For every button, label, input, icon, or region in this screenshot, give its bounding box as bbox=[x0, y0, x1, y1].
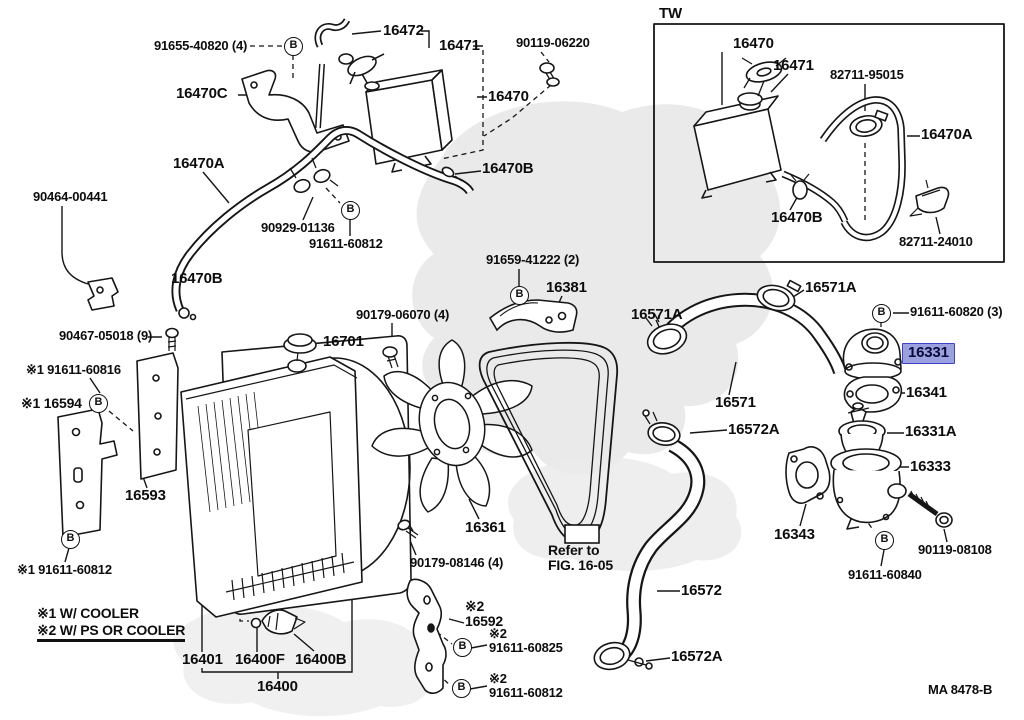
part-label-16572[interactable]: 16572 bbox=[681, 582, 722, 599]
part-label-16572A-upper[interactable]: 16572A bbox=[728, 421, 780, 438]
part-label-16593[interactable]: 16593 bbox=[125, 487, 166, 504]
part-label-16571A-left[interactable]: 16571A bbox=[631, 306, 683, 323]
part-label-91659-41222[interactable]: 91659-41222 (2) bbox=[486, 252, 580, 267]
part-label-91655-40820[interactable]: 91655-40820 (4) bbox=[154, 38, 248, 53]
part-label-16331[interactable]: 16331 bbox=[902, 343, 955, 364]
part-label-16401[interactable]: 16401 bbox=[182, 651, 223, 668]
part-label-91611-60812-top[interactable]: 91611-60812 bbox=[309, 236, 383, 251]
part-label-90179-08146[interactable]: 90179-08146 (4) bbox=[410, 555, 504, 570]
part-label-16361[interactable]: 16361 bbox=[465, 519, 506, 536]
part-label-16470B-main[interactable]: 16470B bbox=[171, 270, 223, 287]
part-label-90929-01136[interactable]: 90929-01136 bbox=[261, 220, 335, 235]
part-label-16333[interactable]: 16333 bbox=[910, 458, 951, 475]
part-label-90119-06220[interactable]: 90119-06220 bbox=[516, 35, 590, 50]
radiator-drawing bbox=[57, 327, 419, 635]
part-label-16470-main[interactable]: 16470 bbox=[488, 88, 529, 105]
circled-b-marker: B bbox=[872, 304, 891, 323]
text-tw-title: TW bbox=[659, 5, 682, 22]
part-label-16331A[interactable]: 16331A bbox=[905, 423, 957, 440]
part-label-91611-60812-b2[interactable]: ※2 91611-60812 bbox=[489, 671, 563, 701]
circled-b-marker: B bbox=[61, 530, 80, 549]
part-label-90464-00441[interactable]: 90464-00441 bbox=[33, 189, 108, 204]
part-label-16701[interactable]: 16701 bbox=[323, 333, 364, 350]
hose-thermostat-drawing bbox=[406, 279, 953, 694]
part-label-16470A-tw[interactable]: 16470A bbox=[921, 126, 973, 143]
part-label-91611-60816[interactable]: ※1 91611-60816 bbox=[26, 362, 121, 377]
part-label-16471-tw[interactable]: 16471 bbox=[773, 57, 814, 74]
part-label-16400[interactable]: 16400 bbox=[257, 678, 298, 695]
circled-b-marker: B bbox=[510, 286, 529, 305]
part-label-91611-60812-left[interactable]: ※1 91611-60812 bbox=[17, 562, 112, 577]
part-label-16470B-hose[interactable]: 16470B bbox=[482, 160, 534, 177]
part-label-90119-08108[interactable]: 90119-08108 bbox=[918, 542, 992, 557]
drive-belt-drawing bbox=[478, 341, 619, 544]
part-label-16343[interactable]: 16343 bbox=[774, 526, 815, 543]
part-label-82711-95015[interactable]: 82711-95015 bbox=[830, 67, 904, 82]
circled-b-marker: B bbox=[341, 201, 360, 220]
part-label-16471-main[interactable]: 16471 bbox=[439, 37, 480, 54]
part-label-91611-60825[interactable]: ※2 91611-60825 bbox=[489, 626, 563, 656]
part-label-16571A-upper[interactable]: 16571A bbox=[805, 279, 857, 296]
part-label-16400F[interactable]: 16400F bbox=[235, 651, 285, 668]
part-label-16470A-main[interactable]: 16470A bbox=[173, 155, 225, 172]
tw-inset-drawing bbox=[653, 23, 1005, 263]
part-label-16571[interactable]: 16571 bbox=[715, 394, 756, 411]
part-label-16341[interactable]: 16341 bbox=[906, 384, 947, 401]
circled-b-marker: B bbox=[284, 37, 303, 56]
part-label-16592[interactable]: ※2 16592 bbox=[465, 598, 503, 630]
circled-b-marker: B bbox=[453, 638, 472, 657]
circled-b-marker: B bbox=[875, 531, 894, 550]
reserve-tank-assembly-drawing bbox=[87, 18, 560, 321]
text-ma-code: MA 8478-B bbox=[928, 682, 993, 697]
part-label-16472[interactable]: 16472 bbox=[383, 22, 424, 39]
part-label-90467-05018[interactable]: 90467-05018 (9) bbox=[59, 328, 153, 343]
part-label-16470B-tw[interactable]: 16470B bbox=[771, 209, 823, 226]
part-label-16470-tw[interactable]: 16470 bbox=[733, 35, 774, 52]
text-note-2: ※2 W/ PS OR COOLER bbox=[37, 622, 185, 643]
part-label-16470C[interactable]: 16470C bbox=[176, 85, 228, 102]
part-label-16381[interactable]: 16381 bbox=[546, 279, 587, 296]
part-label-82711-24010[interactable]: 82711-24010 bbox=[899, 234, 973, 249]
fan-drawing bbox=[371, 339, 533, 513]
text-refer-fig: Refer to FIG. 16-05 bbox=[548, 542, 613, 574]
part-label-16572A-lower[interactable]: 16572A bbox=[671, 648, 723, 665]
circled-b-marker: B bbox=[89, 394, 108, 413]
part-label-91611-60820[interactable]: 91611-60820 (3) bbox=[910, 304, 1003, 319]
part-label-91611-60840[interactable]: 91611-60840 bbox=[848, 567, 922, 582]
part-label-16400B[interactable]: 16400B bbox=[295, 651, 347, 668]
part-label-16594[interactable]: ※1 16594 bbox=[21, 395, 82, 411]
text-note-1: ※1 W/ COOLER bbox=[37, 605, 139, 621]
part-label-90179-06070[interactable]: 90179-06070 (4) bbox=[356, 307, 450, 322]
circled-b-marker: B bbox=[452, 679, 471, 698]
